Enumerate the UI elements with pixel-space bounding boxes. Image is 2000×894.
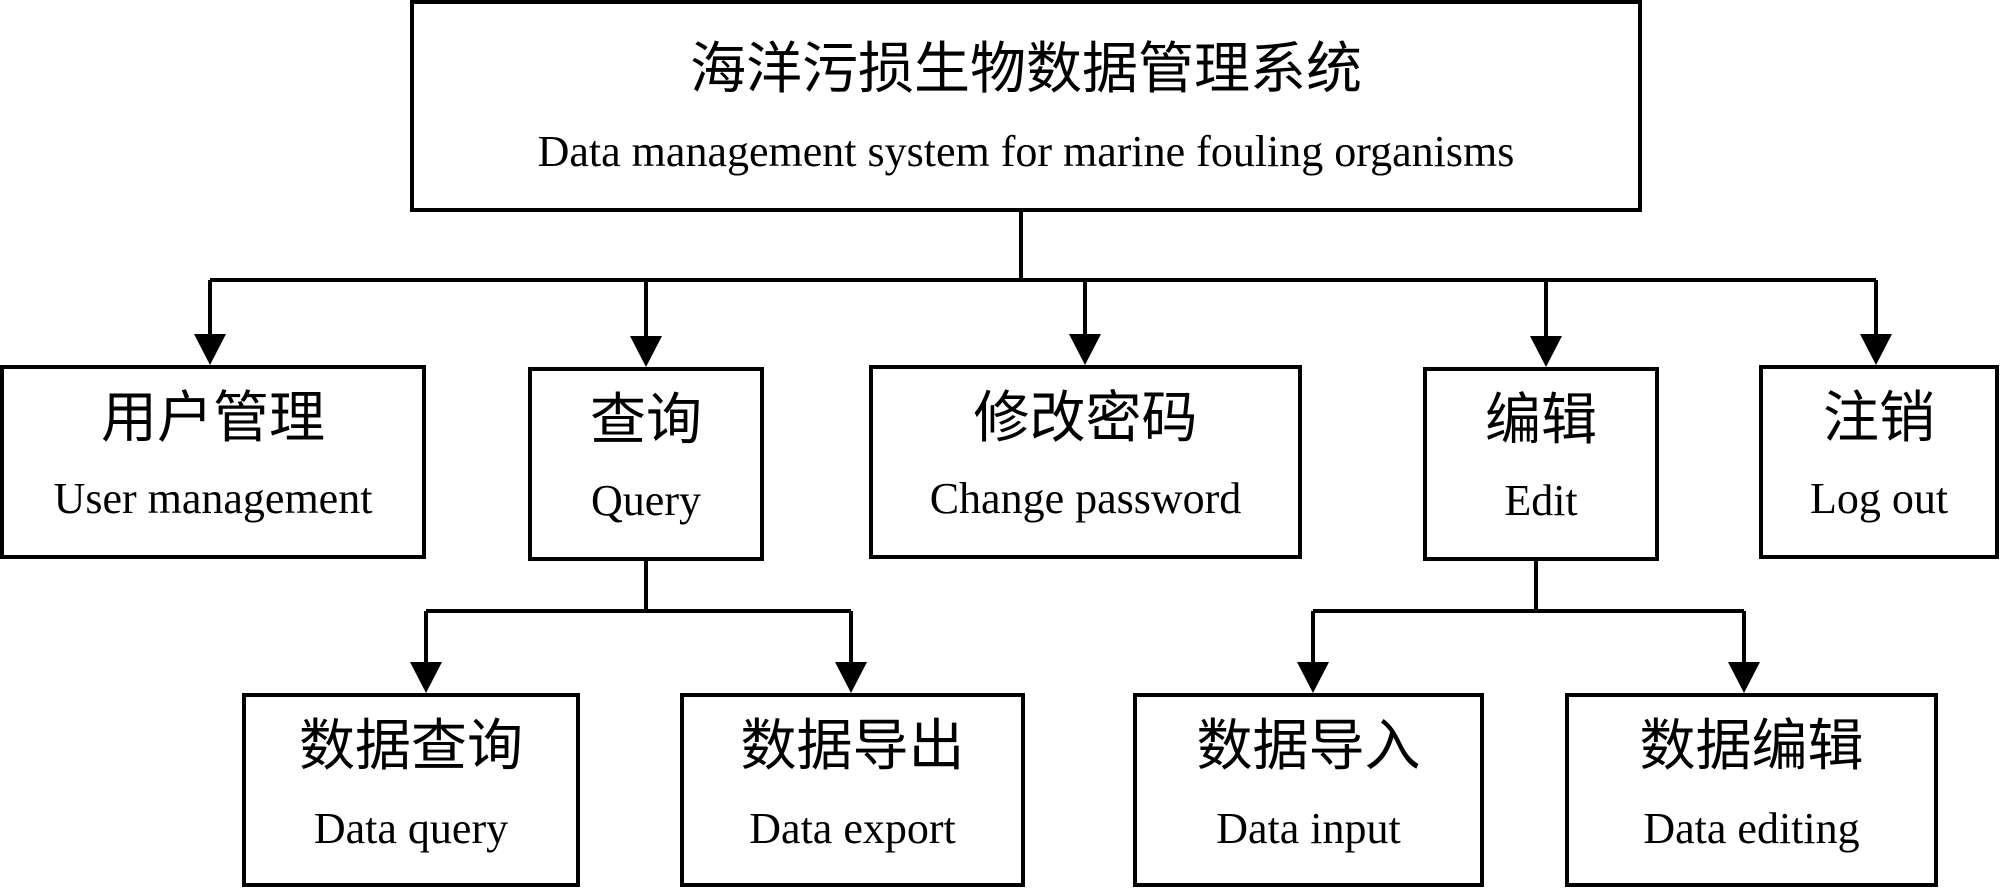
node-label-en: Edit [1504,476,1578,525]
root-node-title-zh: 海洋污损生物数据管理系统 [690,39,1362,101]
arrowhead-user [194,334,226,365]
arrowhead-query [630,336,662,367]
node-label-zh: 用户管理 [101,388,325,450]
node-label-en: Data query [313,804,509,853]
node-label-en: Log out [1809,474,1949,523]
node-label-zh: 编辑 [1485,390,1597,452]
node-label-zh: 数据导入 [1196,716,1421,778]
node-data-input: 数据导入 Data input [1133,693,1484,887]
node-label-zh: 查询 [590,390,702,452]
root-node-title-en: Data management system for marine foulin… [537,127,1515,176]
arrowhead-data-query [410,662,442,693]
arrowhead-logout [1860,334,1892,365]
node-log-out: 注销 Log out [1759,365,1999,559]
arrowhead-password [1069,334,1101,365]
node-label-zh: 修改密码 [973,388,1198,450]
arrowhead-edit [1530,336,1562,367]
arrowhead-data-input [1297,662,1329,693]
root-node-box: 海洋污损生物数据管理系统 Data management system for … [410,0,1642,212]
node-label-en: User management [53,474,373,523]
node-change-password: 修改密码 Change password [869,365,1302,559]
node-label-zh: 注销 [1823,388,1935,450]
node-data-query: 数据查询 Data query [242,693,580,887]
arrowhead-data-editing [1728,662,1760,693]
node-data-export: 数据导出 Data export [680,693,1025,887]
node-label-zh: 数据导出 [740,716,965,778]
node-data-editing: 数据编辑 Data editing [1565,693,1938,887]
node-label-en: Data export [749,804,956,853]
node-label-en: Data editing [1643,804,1860,853]
node-label-en: Change password [929,474,1242,523]
arrowhead-data-export [835,662,867,693]
node-user-management: 用户管理 User management [0,365,426,559]
node-edit: 编辑 Edit [1423,367,1659,561]
node-label-zh: 数据查询 [299,716,523,778]
node-label-en: Query [591,476,701,525]
node-label-en: Data input [1216,804,1401,853]
node-label-zh: 数据编辑 [1639,716,1864,778]
node-query: 查询 Query [528,367,764,561]
